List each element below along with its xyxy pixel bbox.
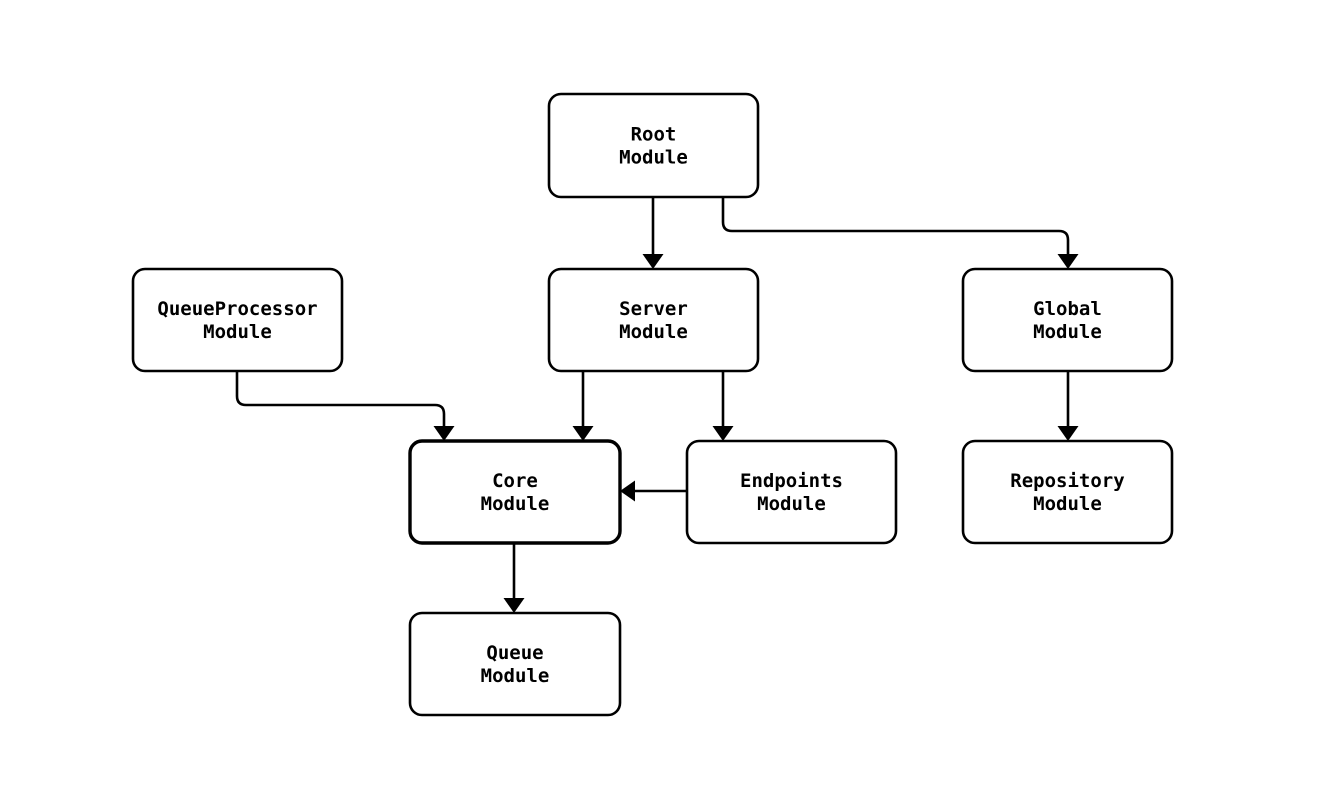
node-label-line2: Module <box>481 493 550 515</box>
edge-server-to-endpoints <box>712 371 734 441</box>
edge-root-to-global <box>721 197 1079 269</box>
arrowhead-icon <box>620 480 635 502</box>
arrowhead-icon <box>642 254 664 269</box>
node-box[interactable] <box>685 439 898 545</box>
node-box[interactable] <box>547 267 760 373</box>
node-label-line2: Module <box>481 665 550 687</box>
node-label-line2: Module <box>619 146 688 168</box>
node-box[interactable] <box>408 439 622 545</box>
node-box[interactable] <box>547 92 760 199</box>
arrowhead-icon <box>1057 254 1079 269</box>
edges-layer <box>235 197 1079 613</box>
node-label-line1: QueueProcessor <box>157 298 317 320</box>
edge-core-to-queue <box>503 543 525 613</box>
node-label-line1: Repository <box>1010 470 1124 492</box>
node-label-line2: Module <box>757 493 826 515</box>
arrowhead-icon <box>433 426 455 441</box>
node-label-line2: Module <box>1033 493 1102 515</box>
node-label-line1: Server <box>619 298 688 320</box>
node-label-line1: Endpoints <box>740 470 843 492</box>
node-box[interactable] <box>961 267 1174 373</box>
edge-endpoints-to-core <box>620 480 687 502</box>
edge-line <box>235 371 446 428</box>
node-label-line1: Global <box>1033 298 1102 320</box>
node-label-line1: Core <box>492 470 538 492</box>
node-label-line1: Queue <box>486 642 543 664</box>
edge-global-to-repository <box>1057 371 1079 441</box>
node-box[interactable] <box>961 439 1174 545</box>
edge-root-to-server <box>642 197 664 269</box>
node-box[interactable] <box>408 611 622 717</box>
node-box[interactable] <box>131 267 344 373</box>
node-label-line2: Module <box>203 321 272 343</box>
arrowhead-icon <box>712 426 734 441</box>
node-label-line1: Root <box>631 123 677 145</box>
node-label-line2: Module <box>1033 321 1102 343</box>
arrowhead-icon <box>503 598 525 613</box>
node-label-line2: Module <box>619 321 688 343</box>
edge-queueprocessor-to-core <box>235 371 455 441</box>
arrowhead-icon <box>572 426 594 441</box>
edge-line <box>721 197 1070 256</box>
edge-server-to-core <box>572 371 594 441</box>
arrowhead-icon <box>1057 426 1079 441</box>
